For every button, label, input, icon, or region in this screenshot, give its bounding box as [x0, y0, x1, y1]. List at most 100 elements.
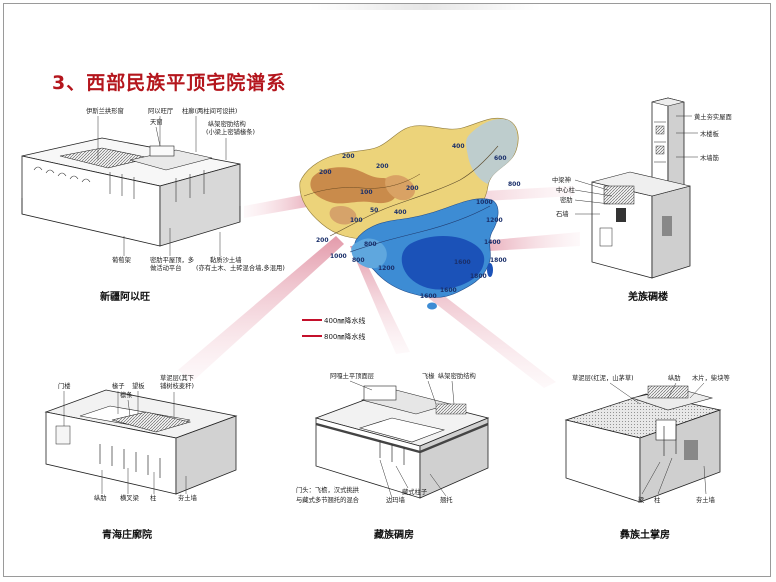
map-taiwan: [487, 263, 493, 277]
qinghai-label: 铺树枝麦秆): [160, 381, 194, 390]
qiang-label: 木墙筋: [700, 153, 719, 162]
china-precipitation-map: 200 200 200 400 200 100 600 800 50 200 1…: [299, 117, 521, 310]
isohyet-label: 1600: [454, 259, 471, 266]
isohyet-label: 200: [376, 163, 389, 170]
tibet-label: 藏式柱子: [402, 487, 427, 496]
isohyet-label: 800: [508, 181, 521, 188]
isohyet-label: 1800: [470, 273, 487, 280]
building-tibet: 阿嘎土平顶面层 飞椽 纵架密肋结构 门头：飞檐，汉式挑拱 与藏式多节翘托的混合 …: [296, 371, 490, 541]
yi-label: 纵肋: [668, 373, 681, 382]
isohyet-label: 400: [452, 143, 465, 150]
xinjiang-label: 葡萄架: [112, 255, 132, 264]
isohyet-label: 800: [352, 257, 365, 264]
xinjiang-columns: [109, 170, 205, 202]
yi-label: 夯土墙: [696, 495, 716, 504]
isohyet-line-200: [303, 173, 421, 197]
map-arid-zone-2: [385, 175, 416, 201]
qiang-label: 密肋: [560, 195, 573, 204]
xinjiang-label: 黏质沙土墙: [210, 255, 242, 264]
qinghai-label: 望板: [132, 381, 145, 390]
qiang-label: 石墙: [556, 209, 569, 218]
isohyet-label: 1000: [330, 253, 347, 260]
qinghai-label: 椽子: [112, 381, 125, 390]
isohyet-label: 1600: [440, 287, 457, 294]
tibet-border-band: [315, 422, 489, 454]
xinjiang-label: (小梁上密铺椽条): [206, 127, 255, 136]
qinghai-right-wall: [175, 415, 237, 495]
qinghai-caption: 青海庄廓院: [102, 528, 152, 541]
ray-qinghai: [178, 236, 344, 382]
isohyet-label: 1200: [486, 217, 503, 224]
isohyet-label: 600: [494, 155, 507, 162]
yi-label: 木片，柴块等: [692, 373, 730, 382]
isohyet-label: 1600: [420, 293, 437, 300]
isohyet-label: 800: [364, 241, 377, 248]
xinjiang-label: 伊斯兰拱形窗: [86, 106, 124, 115]
yi-caption: 彝族土掌房: [620, 528, 670, 541]
tibet-right-wall: [419, 417, 489, 499]
xinjiang-label: (亦有土木、土砖混合墙,多混用): [196, 263, 285, 272]
slide-title: 3、西部民族平顶宅院谱系: [52, 72, 287, 94]
tibet-label: 翘托: [440, 495, 453, 504]
isohyet-line-800: [349, 205, 491, 253]
xinjiang-label: 柱廊(两柱间可设拱): [182, 106, 237, 115]
isohyet-label: 200: [406, 185, 419, 192]
map-hainan: [427, 302, 437, 310]
tibet-label: 飞椽: [422, 371, 435, 380]
top-bar: [3, 3, 771, 10]
qinghai-label: 草泥层(其下: [160, 373, 194, 382]
map-northeast-zone: [466, 118, 518, 184]
qinghai-label: 纵肋: [94, 493, 107, 502]
map-legend: 400㎜降水线 800㎜降水线: [302, 316, 365, 341]
isohyet-label: 200: [316, 237, 329, 244]
building-qinghai: 草泥层(其下 铺树枝麦秆) 门楼 椽子 望板 檩条 纵肋 横叉梁 柱 夯土墙 青…: [44, 373, 238, 541]
legend-label-400: 400㎜降水线: [324, 316, 365, 325]
xinjiang-label: 密肋平屋顶，多: [150, 255, 194, 264]
isohyet-label: 1200: [378, 265, 395, 272]
building-xinjiang: 伊斯兰拱形窗 阿以旺厅 天窗 柱廊(两柱间可设拱) 纵架密肋结构 (小梁上密铺椽…: [21, 106, 285, 303]
xinjiang-label: 阿以旺厅: [148, 106, 173, 115]
isohyet-label: 400: [394, 209, 407, 216]
ray-tibet: [350, 246, 410, 354]
legend-label-800: 800㎜降水线: [324, 332, 365, 341]
map-southwest-zone: [351, 238, 387, 269]
qinghai-rafters: [111, 411, 192, 433]
yi-label: 草泥层(红泥，山茅草): [572, 373, 634, 382]
qinghai-label: 柱: [150, 493, 157, 502]
map-arid-zone-3: [329, 206, 357, 225]
qinghai-label: 门楼: [58, 381, 71, 390]
map-arid-zone-1: [310, 167, 398, 204]
tibet-label: 与藏式多节翘托的混合: [296, 495, 360, 504]
qiang-label: 中梁神: [552, 175, 571, 184]
tibet-courtyard: [358, 417, 446, 443]
isohyet-line-400: [329, 145, 499, 237]
tibet-caption: 藏族碉房: [374, 528, 414, 541]
qiang-caption: 羌族碉楼: [628, 290, 668, 303]
isohyet-label: 50: [370, 207, 378, 214]
tibet-label: 边玛墙: [386, 495, 406, 504]
tibet-label: 纵架密肋结构: [438, 371, 476, 380]
xinjiang-arches: [33, 166, 91, 183]
qinghai-label: 檩条: [120, 390, 133, 399]
yi-label: 梁: [638, 495, 645, 504]
isohyet-label: 100: [350, 217, 363, 224]
building-qiang: 黄土夯实屋面 木楼板 木墙筋 中梁神 中心柱 密肋 石墙 羌族碉楼: [552, 97, 732, 303]
isohyet-label: 1800: [490, 257, 507, 264]
xinjiang-skylight: [149, 145, 175, 157]
qiang-label: 木楼板: [700, 129, 720, 138]
xinjiang-caption: 新疆阿以旺: [100, 290, 150, 303]
xinjiang-label: 天窗: [150, 117, 163, 126]
tibet-label: 门头：飞檐，汉式挑拱: [296, 485, 360, 494]
isohyet-label: 1000: [476, 199, 493, 206]
xinjiang-label: 纵架密肋结构: [208, 119, 246, 128]
isohyet-label: 200: [342, 153, 355, 160]
qiang-label: 黄土夯实屋面: [694, 112, 732, 121]
tibet-label: 阿嘎土平顶面层: [330, 371, 374, 380]
isohyet-label: 1400: [484, 239, 501, 246]
isohyet-label: 200: [319, 169, 332, 176]
isohyet-label: 100: [360, 189, 373, 196]
map-very-humid-zone: [401, 236, 485, 290]
qinghai-columns: [99, 444, 161, 478]
